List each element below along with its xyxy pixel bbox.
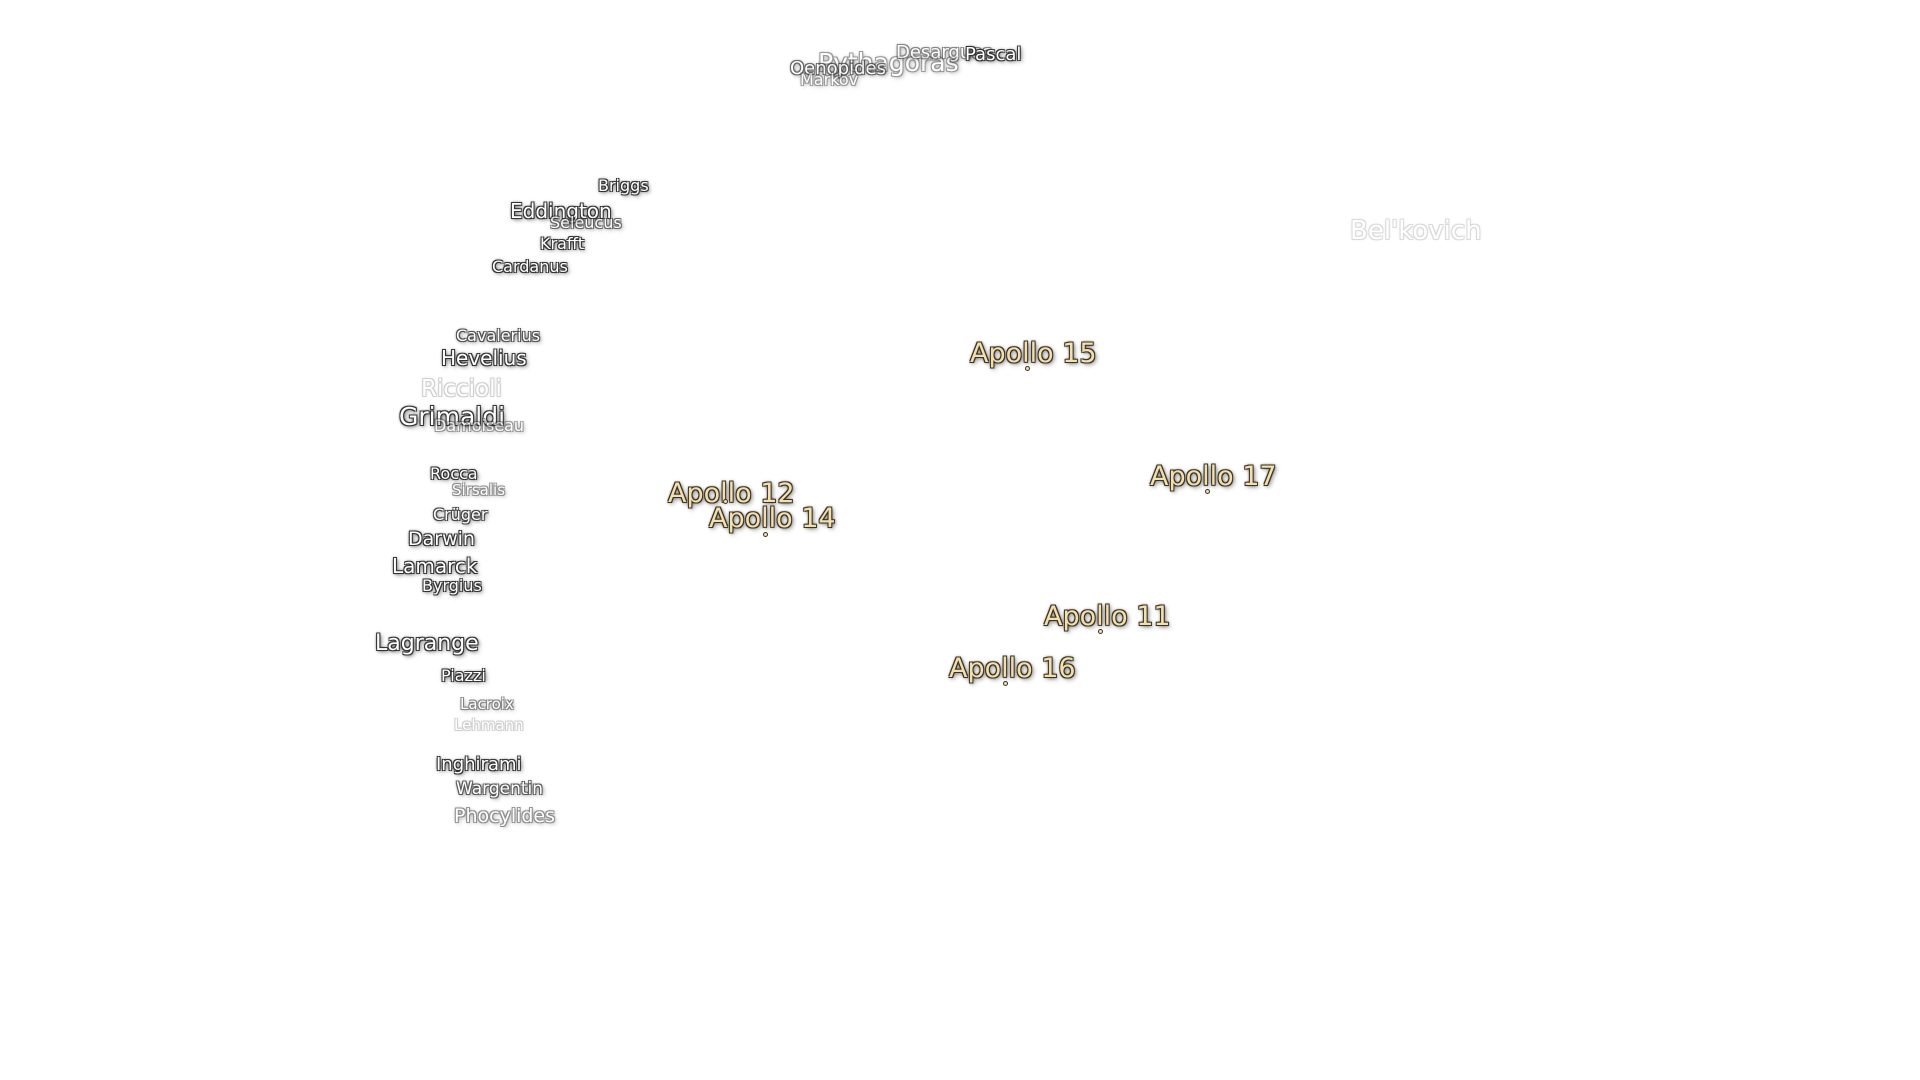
apollo-site-marker-14[interactable] xyxy=(764,533,767,536)
apollo-site-marker-16[interactable] xyxy=(1004,682,1007,685)
apollo-label-12[interactable]: Apollo 12 xyxy=(668,478,795,509)
crater-label-lagrange[interactable]: Lagrange xyxy=(375,631,479,656)
apollo-label-15[interactable]: Apollo 15 xyxy=(970,338,1097,369)
crater-label-grimaldi[interactable]: Grimaldi xyxy=(399,402,506,431)
crater-label-damoiseau[interactable]: Damoiseau xyxy=(434,416,525,435)
crater-label-lacroix[interactable]: Lacroix xyxy=(460,695,514,713)
crater-label-wargentin[interactable]: Wargentin xyxy=(456,779,544,799)
crater-label-seleucus[interactable]: Seleucus xyxy=(550,213,622,232)
crater-label-briggs[interactable]: Briggs xyxy=(598,176,649,195)
crater-label-byrgius[interactable]: Byrgius xyxy=(422,576,482,595)
crater-label-inghirami[interactable]: Inghirami xyxy=(436,754,522,775)
crater-label-piazzi[interactable]: Piazzi xyxy=(441,666,486,685)
crater-label-lamarck[interactable]: Lamarck xyxy=(392,554,478,578)
apollo-site-marker-12[interactable] xyxy=(724,500,727,503)
crater-label-pythagoras[interactable]: Pythagoras xyxy=(818,48,959,77)
crater-label-hevelius[interactable]: Hevelius xyxy=(441,346,527,370)
crater-label-oenopides[interactable]: Oenopides xyxy=(790,58,886,79)
crater-label-darwin[interactable]: Darwin xyxy=(408,528,475,550)
crater-label-cardanus[interactable]: Cardanus xyxy=(492,257,568,276)
crater-label-phocylides[interactable]: Phocylides xyxy=(454,805,556,827)
apollo-site-marker-11[interactable] xyxy=(1099,630,1102,633)
crater-label-cavalerius[interactable]: Cavalerius xyxy=(456,326,541,345)
crater-label-desargues[interactable]: Desargues xyxy=(896,42,992,63)
crater-label-riccioli[interactable]: Riccioli xyxy=(421,376,502,402)
crater-label-sirsalis[interactable]: Sirsalis xyxy=(452,481,506,499)
crater-label-lehmann[interactable]: Lehmann xyxy=(454,716,524,734)
crater-label-krafft[interactable]: Krafft xyxy=(540,234,585,253)
crater-label-rocca[interactable]: Rocca xyxy=(430,464,478,483)
crater-label-eddington[interactable]: Eddington xyxy=(510,199,612,223)
apollo-site-marker-17[interactable] xyxy=(1206,490,1209,493)
apollo-label-11[interactable]: Apollo 11 xyxy=(1044,601,1171,632)
apollo-label-16[interactable]: Apollo 16 xyxy=(949,653,1076,684)
apollo-site-marker-15[interactable] xyxy=(1026,367,1029,370)
crater-label-pascal[interactable]: Pascal xyxy=(965,44,1022,65)
crater-label-markov[interactable]: Markov xyxy=(800,70,859,89)
apollo-label-17[interactable]: Apollo 17 xyxy=(1150,461,1277,492)
crater-label-belkovich[interactable]: Bel'kovich xyxy=(1350,216,1482,246)
apollo-label-14[interactable]: Apollo 14 xyxy=(709,503,836,534)
crater-label-cruger[interactable]: Crüger xyxy=(433,505,488,524)
